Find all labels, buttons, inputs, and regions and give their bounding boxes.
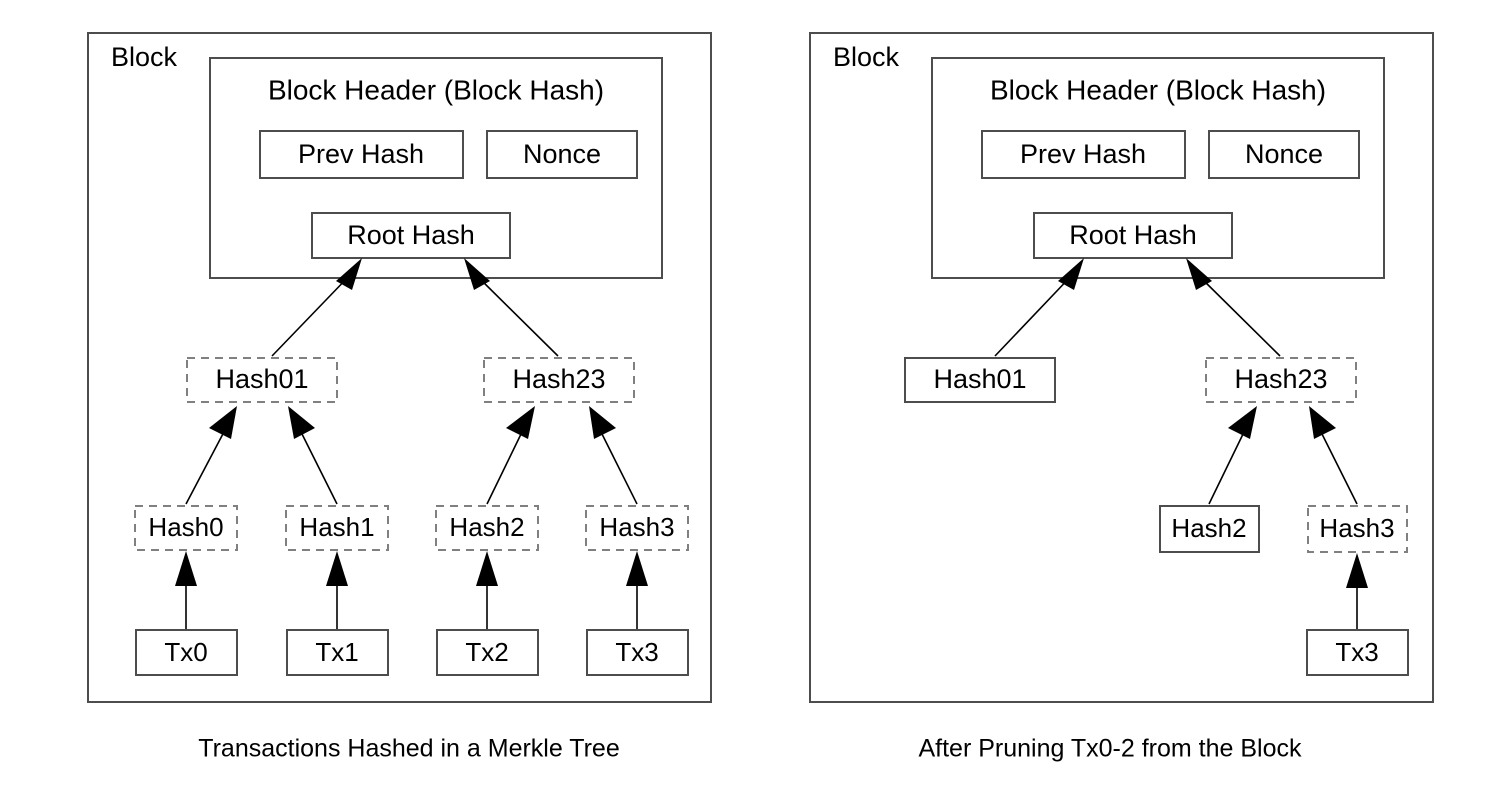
hash1-box-left: [285, 505, 389, 551]
tx1-label-left: Tx1: [315, 637, 358, 667]
block-header-title-left: Block Header (Block Hash): [268, 74, 604, 105]
tx3-label-left: Tx3: [615, 637, 658, 667]
block-label-right: Block: [833, 42, 900, 72]
hash2-label-left: Hash2: [449, 512, 524, 542]
nonce-box-right: [1208, 130, 1360, 179]
tx2-box-left: [436, 629, 539, 676]
hash23-label-left: Hash23: [512, 364, 605, 394]
edge-hash2-to-hash23-right: [1208, 406, 1257, 505]
caption-left: Transactions Hashed in a Merkle Tree: [198, 735, 619, 763]
edge-tx3-to-hash3-left: [626, 551, 648, 630]
hash23-box-left: [483, 357, 635, 403]
edge-tx2-to-hash2-left: [476, 551, 498, 630]
root-hash-label-right: Root Hash: [1069, 220, 1197, 250]
hash0-box-left: [134, 505, 238, 551]
tx0-box-left: [135, 629, 238, 676]
edge-hash01-to-root-right: [994, 258, 1084, 357]
hash01-box-right: [904, 357, 1056, 403]
edge-tx0-to-hash0-left: [175, 551, 197, 630]
edge-hash23-to-root-right: [1186, 258, 1281, 357]
hash3-label-left: Hash3: [599, 512, 674, 542]
hash3-box-right: [1307, 505, 1408, 553]
hash0-label-left: Hash0: [148, 512, 223, 542]
block-label-left: Block: [111, 42, 178, 72]
nonce-label-right: Nonce: [1245, 139, 1323, 169]
tx1-box-left: [286, 629, 389, 676]
root-hash-box-right: [1033, 212, 1233, 259]
hash1-label-left: Hash1: [299, 512, 374, 542]
edge-hash01-to-root-left: [271, 258, 362, 357]
root-hash-box-left: [311, 212, 511, 259]
tx2-label-left: Tx2: [465, 637, 508, 667]
hash2-label-right: Hash2: [1171, 513, 1246, 543]
prev-hash-label-left: Prev Hash: [298, 139, 424, 169]
edge-hash0-to-hash01-left: [185, 406, 237, 505]
block-header-title-right: Block Header (Block Hash): [990, 74, 1326, 105]
nonce-label-left: Nonce: [523, 139, 601, 169]
panel-left: Block Block Header (Block Hash) Prev Has…: [87, 32, 712, 763]
tx3-box-right: [1306, 629, 1409, 676]
tx3-box-left: [586, 629, 689, 676]
tx0-label-left: Tx0: [164, 637, 207, 667]
hash2-box-left: [435, 505, 539, 551]
prev-hash-box-right: [981, 130, 1186, 179]
edge-hash23-to-root-left: [464, 258, 559, 357]
hash01-box-left: [186, 357, 338, 403]
hash01-label-left: Hash01: [215, 364, 308, 394]
edge-tx1-to-hash1-left: [326, 551, 348, 630]
hash2-box-right: [1159, 505, 1260, 553]
tx3-label-right: Tx3: [1335, 637, 1378, 667]
edge-hash1-to-hash01-left: [288, 406, 338, 505]
edge-tx3-to-hash3-right: [1346, 553, 1368, 630]
panel-right: Block Block Header (Block Hash) Prev Has…: [809, 32, 1434, 763]
edge-hash3-to-hash23-left: [589, 406, 638, 505]
root-hash-label-left: Root Hash: [347, 220, 475, 250]
edge-hash2-to-hash23-left: [486, 406, 535, 505]
hash01-label-right: Hash01: [933, 364, 1026, 394]
caption-right: After Pruning Tx0-2 from the Block: [918, 735, 1302, 763]
hash3-box-left: [585, 505, 689, 551]
hash23-box-right: [1205, 357, 1357, 403]
hash3-label-right: Hash3: [1319, 513, 1394, 543]
prev-hash-label-right: Prev Hash: [1020, 139, 1146, 169]
edge-hash3-to-hash23-right: [1309, 406, 1358, 505]
nonce-box-left: [486, 130, 638, 179]
prev-hash-box-left: [259, 130, 464, 179]
hash23-label-right: Hash23: [1234, 364, 1327, 394]
